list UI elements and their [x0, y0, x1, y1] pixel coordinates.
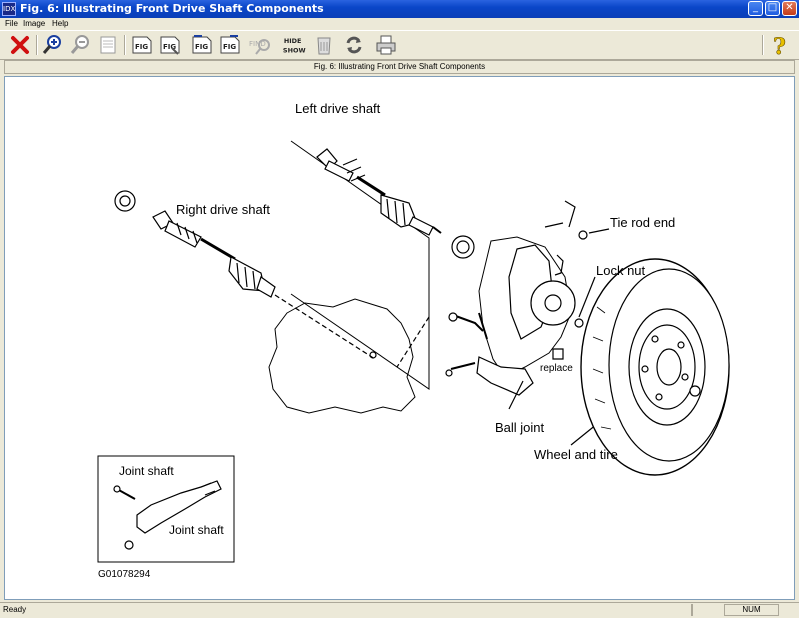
- figure-code: G01078294: [98, 569, 151, 580]
- menu-file[interactable]: File: [5, 19, 18, 28]
- menu-bar: File Image Help: [0, 18, 799, 30]
- svg-text:FIG: FIG: [135, 43, 148, 51]
- title-bar: IDX Fig. 6: Illustrating Front Drive Sha…: [0, 0, 799, 18]
- help-button[interactable]: ?: [768, 33, 792, 57]
- hide-show-button[interactable]: HIDE SHOW: [282, 33, 306, 57]
- num-lock-indicator: NUM: [724, 604, 779, 616]
- svg-text:FIND: FIND: [249, 40, 266, 48]
- label-wheel-and-tire: Wheel and tire: [534, 447, 618, 462]
- last-figure-button[interactable]: FIG: [218, 33, 242, 57]
- minimize-button[interactable]: _: [748, 1, 763, 16]
- zoom-out-icon: [70, 35, 89, 54]
- toolbar: FIG FIG FIG FIG FIND HIDE SH: [0, 30, 799, 60]
- svg-text:SHOW: SHOW: [283, 46, 306, 54]
- label-inset-joint-shaft-bottom: Joint shaft: [169, 523, 224, 537]
- window-title: Fig. 6: Illustrating Front Drive Shaft C…: [20, 2, 324, 15]
- refresh-button[interactable]: [342, 33, 366, 57]
- close-red-x-icon: [11, 36, 29, 54]
- close-figure-button[interactable]: [8, 33, 32, 57]
- label-inset-joint-shaft-top: Joint shaft: [119, 464, 174, 478]
- label-lock-nut: Lock nut: [596, 263, 646, 278]
- print-button[interactable]: [374, 33, 398, 57]
- first-figure-button[interactable]: FIG: [190, 33, 214, 57]
- print-icon: [376, 35, 396, 55]
- svg-text:HIDE: HIDE: [284, 37, 302, 45]
- find-icon: FIND: [249, 39, 270, 55]
- label-ball-joint: Ball joint: [495, 420, 545, 435]
- svg-text:FIG: FIG: [223, 43, 236, 51]
- stop-icon: [317, 37, 331, 55]
- figure-canvas: Left drive shaft Right drive shaft Tie r…: [4, 76, 795, 600]
- label-left-drive-shaft: Left drive shaft: [295, 101, 381, 116]
- figure-caption: Fig. 6: Illustrating Front Drive Shaft C…: [4, 60, 795, 74]
- fig-last-icon: FIG: [220, 35, 240, 54]
- svg-text:?: ?: [773, 34, 786, 57]
- find-button[interactable]: FIND: [248, 33, 272, 57]
- label-right-drive-shaft: Right drive shaft: [176, 202, 270, 217]
- refresh-icon: [346, 36, 362, 54]
- zoom-in-button[interactable]: [40, 33, 64, 57]
- label-tie-rod-end: Tie rod end: [610, 215, 676, 230]
- close-button[interactable]: ✕: [782, 1, 797, 16]
- prev-figure-button[interactable]: FIG: [130, 33, 154, 57]
- stop-button[interactable]: [312, 33, 336, 57]
- next-figure-button[interactable]: FIG: [158, 33, 182, 57]
- status-bar: Ready NUM: [0, 602, 799, 618]
- fit-page-icon: [100, 36, 116, 54]
- label-replace: replace: [540, 363, 573, 374]
- hide-show-icon: HIDE SHOW: [283, 37, 306, 54]
- maximize-button[interactable]: □: [765, 1, 780, 16]
- svg-text:FIG: FIG: [195, 43, 208, 51]
- zoom-in-icon: [42, 35, 61, 54]
- menu-help[interactable]: Help: [52, 19, 69, 28]
- menu-image[interactable]: Image: [23, 19, 46, 28]
- drive-shaft-illustration: [97, 140, 730, 563]
- svg-text:FIG: FIG: [163, 43, 176, 51]
- status-text: Ready: [3, 605, 27, 614]
- fig-first-icon: FIG: [192, 35, 212, 54]
- zoom-out-button[interactable]: [68, 33, 92, 57]
- fig-next-icon: FIG: [160, 36, 180, 55]
- fit-page-button[interactable]: [96, 33, 120, 57]
- help-icon: ?: [773, 34, 786, 57]
- fig-prev-icon: FIG: [132, 36, 152, 54]
- app-icon: IDX: [2, 2, 16, 16]
